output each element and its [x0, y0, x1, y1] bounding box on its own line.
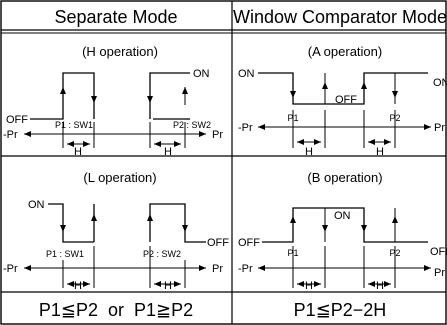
h-operation-transition-arrows: [60, 85, 188, 105]
b-operation-pr-label: Pr: [434, 267, 445, 279]
b-operation-transition-arrows: [290, 208, 398, 242]
l-operation-p1-label: P1 : SW1: [46, 249, 84, 259]
b-operation-off-left-label: OFF: [238, 237, 260, 249]
h-operation-on-label: ON: [193, 68, 210, 80]
h-operation-hysteresis-left: [62, 122, 95, 148]
h-operation-hysteresis-right: [149, 122, 186, 148]
l-operation-title: (L operation): [83, 170, 156, 185]
a-operation-transition-arrows: [290, 73, 398, 104]
diagram-h-operation: (H operation) ON OFF P1 : SW1 P2 : SW2 -…: [3, 44, 223, 158]
b-operation-neg-pr-label: -Pr: [238, 263, 253, 275]
footer-separate-condition: P1≦P2 or P1≧P2: [39, 300, 193, 320]
diagram-l-operation: (L operation) ON OFF P1 : SW1 P2 : SW2 -…: [3, 170, 229, 292]
h-operation-neg-pr-label: -Pr: [3, 129, 18, 141]
a-operation-off-label: OFF: [335, 94, 357, 106]
a-operation-hysteresis-left: [292, 110, 326, 148]
b-operation-hysteresis-left: [292, 246, 326, 288]
a-operation-waveform: [258, 72, 428, 105]
b-operation-h-right: H: [376, 280, 384, 292]
h-operation-p2-label: P2 : SW2: [173, 120, 211, 130]
a-operation-title: (A operation): [308, 44, 382, 59]
l-operation-hysteresis-left: [62, 246, 95, 288]
h-operation-pr-label: Pr: [212, 129, 223, 141]
b-operation-off-right-label: OFF: [430, 246, 447, 258]
h-operation-h-right: H: [164, 146, 172, 158]
header-window-comparator-mode: Window Comparator Mode: [233, 7, 447, 27]
a-operation-hysteresis-right: [363, 110, 396, 148]
l-operation-h-right: H: [164, 280, 172, 292]
h-operation-waveform: [30, 72, 190, 120]
a-operation-neg-pr-label: -Pr: [238, 122, 253, 134]
l-operation-off-label: OFF: [207, 237, 229, 249]
l-operation-neg-pr-label: -Pr: [3, 263, 18, 275]
h-operation-title: (H operation): [82, 44, 158, 59]
header-separate-mode: Separate Mode: [54, 7, 177, 27]
b-operation-h-left: H: [305, 280, 313, 292]
l-operation-h-left: H: [74, 280, 82, 292]
a-operation-on-right-label: ON: [433, 77, 447, 89]
diagram-b-operation: (B operation) ON OFF OFF P1 P2 -Pr Pr H: [238, 170, 447, 292]
b-operation-waveform: [262, 207, 428, 243]
h-operation-off-label: OFF: [6, 114, 28, 126]
l-operation-on-label: ON: [28, 199, 45, 211]
a-operation-on-left-label: ON: [238, 68, 255, 80]
l-operation-waveform: [48, 203, 206, 243]
h-operation-p1-label: P1 : SW1: [55, 120, 93, 130]
a-operation-h-right: H: [376, 146, 384, 158]
a-operation-h-left: H: [305, 146, 313, 158]
b-operation-hysteresis-right: [363, 246, 396, 288]
l-operation-pr-label: Pr: [212, 263, 223, 275]
l-operation-hysteresis-right: [149, 246, 186, 288]
l-operation-p2-label: P2 : SW2: [143, 249, 181, 259]
b-operation-title: (B operation): [307, 170, 382, 185]
diagram-a-operation: (A operation) ON ON OFF P1 P2 -Pr Pr H: [238, 44, 447, 158]
footer-window-condition: P1≦P2−2H: [294, 300, 387, 320]
a-operation-pr-label: Pr: [434, 122, 445, 134]
h-operation-h-left: H: [74, 146, 82, 158]
b-operation-on-label: ON: [334, 210, 351, 222]
l-operation-transition-arrows: [60, 214, 188, 232]
